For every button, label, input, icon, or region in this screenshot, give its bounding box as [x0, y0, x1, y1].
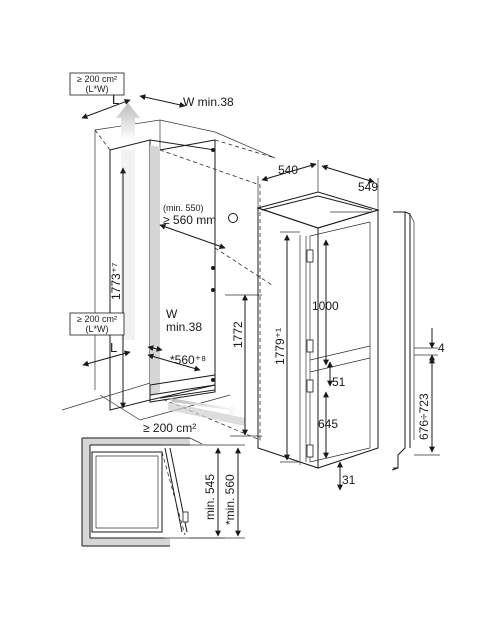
appliance-drawing: [256, 160, 380, 491]
detail-drawing: [81, 437, 245, 547]
ventilation-up-arrow-icon: [116, 103, 140, 140]
ventilation-floor-arrow-icon: [170, 398, 240, 416]
niche-w-bottom-min-label: min.38: [166, 320, 202, 334]
door-hinge-icon: [306, 379, 314, 393]
niche-depth-min-label: (min. 550): [163, 203, 204, 213]
dim-51-label: 51: [332, 375, 346, 389]
vent-bottom-label: ≥ 200 cm² (L*W): [69, 312, 125, 336]
niche-drawing: [61, 94, 276, 441]
hinge-bolt-icon: [211, 288, 215, 292]
door-hinge-icon: [306, 249, 314, 263]
vent-top-label: ≥ 200 cm² (L*W): [69, 72, 125, 96]
hinge-bolt-icon: [211, 148, 215, 152]
niche-w-top-label: W min.38: [183, 95, 234, 109]
niche-l-bottom-label: L: [110, 340, 117, 355]
dim-4-label: 4: [438, 341, 445, 355]
vent-bottom-lw-label: (L*W): [86, 324, 109, 334]
vent-top-lw-label: (L*W): [86, 84, 109, 94]
vent-bottom-area-label: ≥ 200 cm²: [77, 314, 117, 324]
niche-height-label: 1773⁺⁷: [109, 263, 123, 300]
hinge-bolt-icon: [211, 378, 215, 382]
dim-31-label: 31: [342, 473, 356, 487]
dim-549-label: 549: [358, 180, 378, 194]
niche-depth-label: ≥ 560 mm: [163, 213, 216, 227]
dim-1000-label: 1000: [312, 299, 339, 313]
niche-l-top-label: L: [112, 92, 119, 107]
niche-width-label: *560⁺⁸: [170, 353, 206, 367]
niche-w-bottom-label: W: [166, 307, 178, 321]
dim-1779-label: 1779⁺¹: [273, 328, 287, 365]
dim-645-label: 645: [318, 417, 338, 431]
vent-floor-area-label: ≥ 200 cm²: [143, 421, 196, 435]
dim-676-723-label: 676÷723: [417, 393, 431, 440]
door-hinge-icon: [306, 339, 314, 353]
detail-min-560-label: *min. 560: [223, 474, 237, 525]
hinge-bolt-icon: [211, 266, 215, 270]
dim-540-label: 540: [278, 163, 298, 177]
door-profile-drawing: [391, 211, 440, 471]
detail-min-545-label: min. 545: [203, 474, 217, 520]
door-hinge-icon: [306, 444, 314, 458]
door-handle-icon: [182, 511, 189, 523]
dim-1772-label: 1772: [231, 321, 245, 348]
vent-top-area-label: ≥ 200 cm²: [77, 74, 117, 84]
depth-marker-icon: [228, 213, 238, 223]
